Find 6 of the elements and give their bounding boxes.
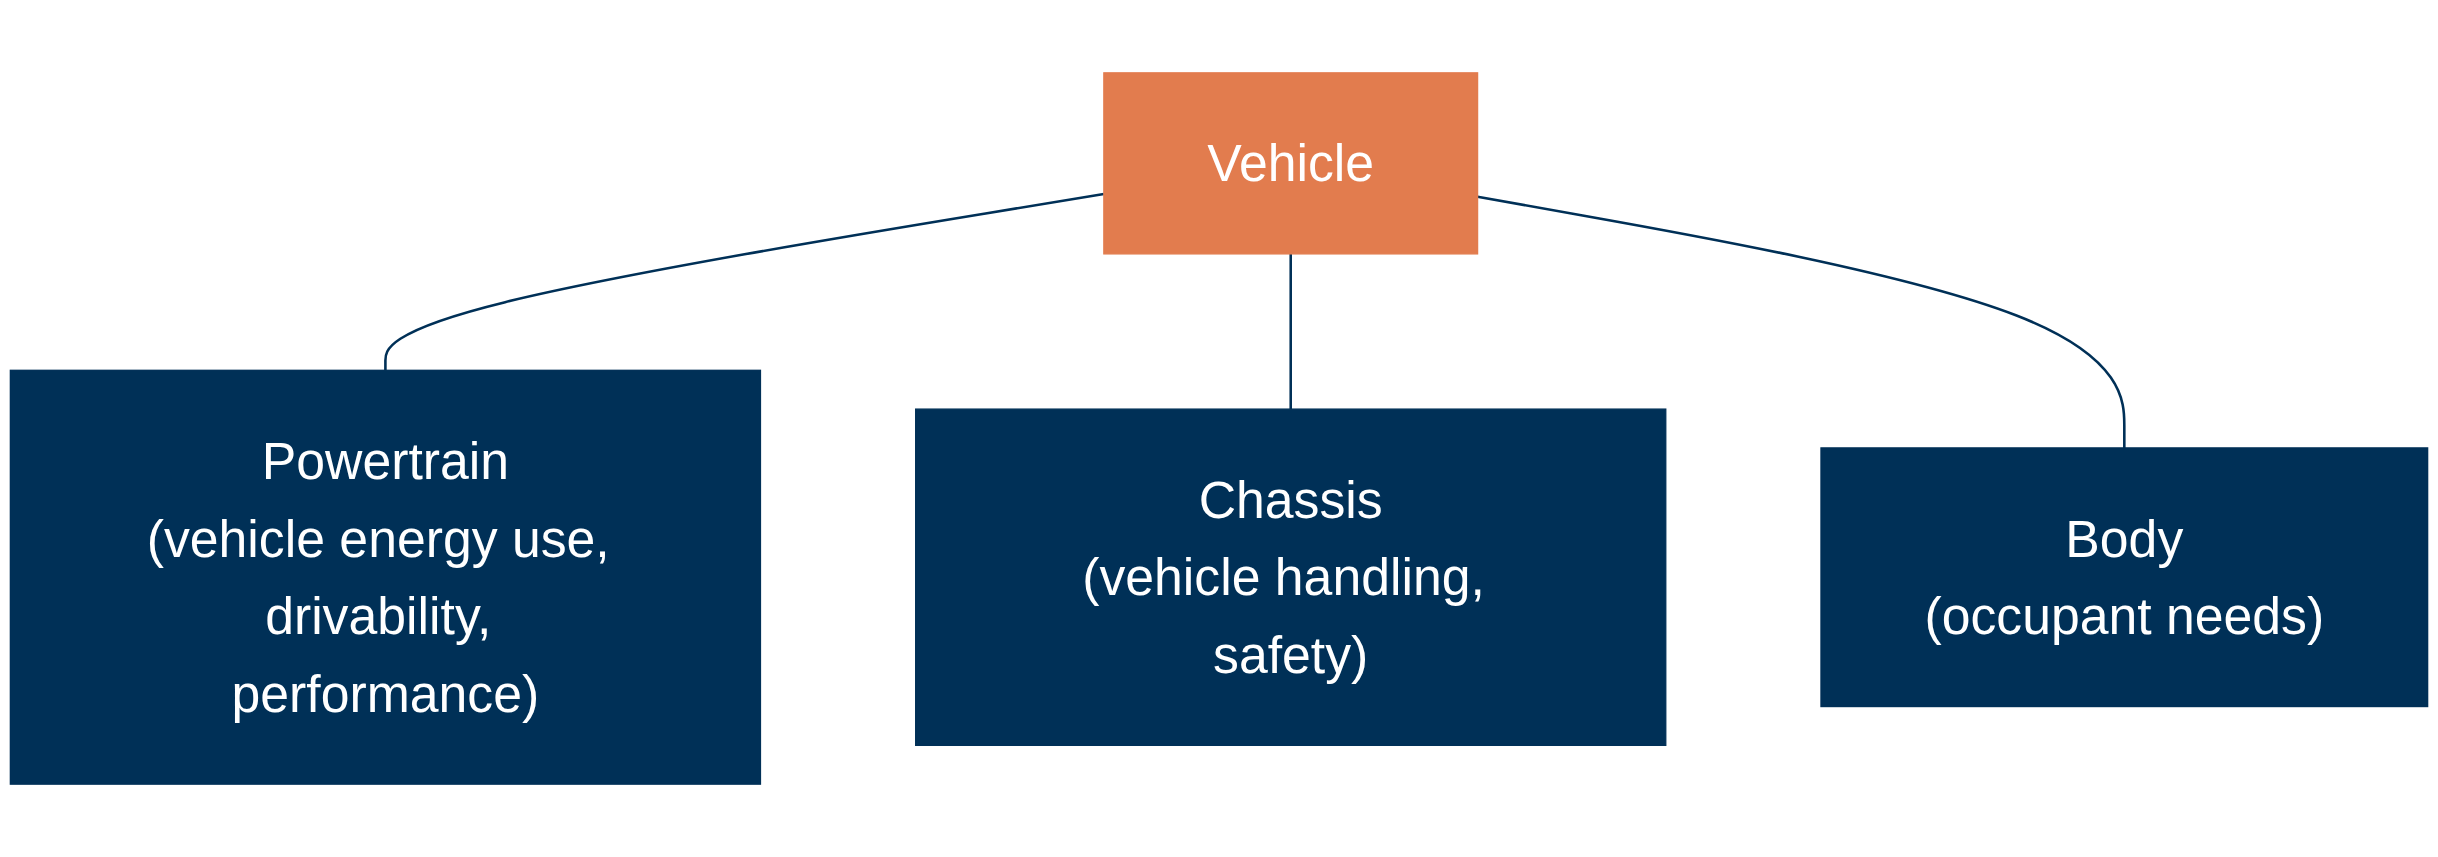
- connector: [1289, 253, 1292, 410]
- node-box: Chassis (vehicle handling, safety): [915, 408, 1667, 746]
- node-box: Powertrain (vehicle energy use, drivability, performance): [9, 369, 762, 785]
- node-box: Body (occupant needs): [1820, 447, 2429, 708]
- node-box: Vehicle: [1103, 72, 1479, 255]
- connector: [1477, 195, 2126, 448]
